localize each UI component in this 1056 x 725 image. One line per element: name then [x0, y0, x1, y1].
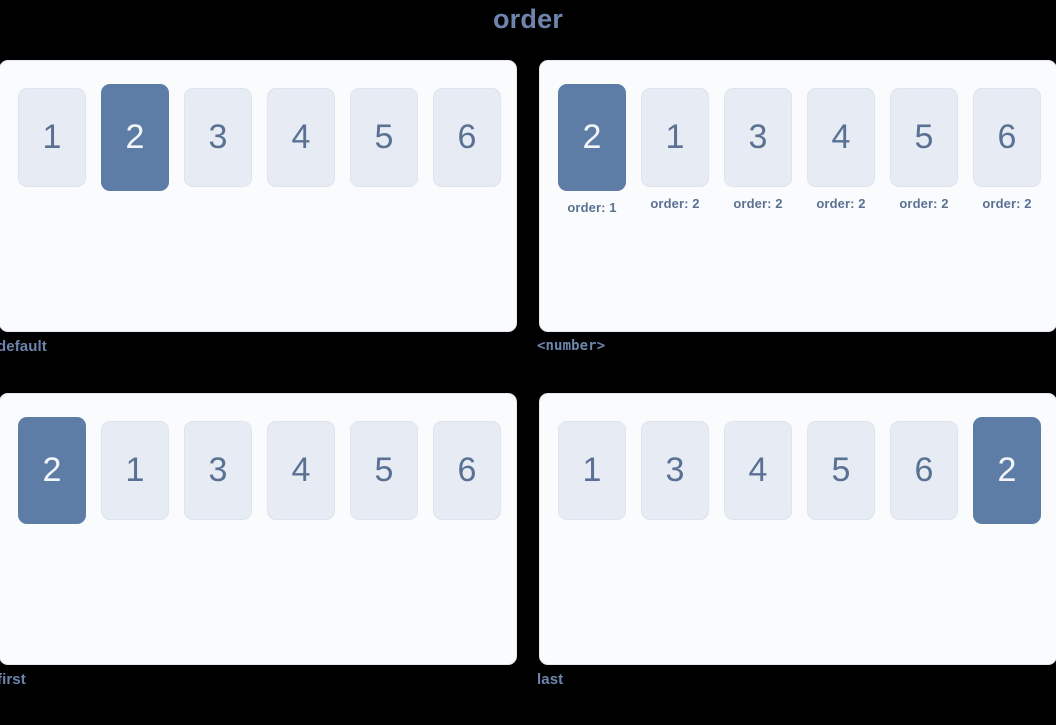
flex-item-wrapper: 5: [807, 421, 875, 520]
page-title: order: [492, 4, 564, 34]
flex-item-wrapper: 5 order: 2: [890, 88, 958, 211]
flex-item-wrapper: 6: [890, 421, 958, 520]
flex-item-wrapper: 4: [267, 88, 335, 187]
panel-cell: 2 order: 1 1 order: 2 3 order: 2 4 order: 2 5 ord…: [537, 60, 1056, 355]
flex-item[interactable]: 1: [101, 421, 169, 520]
flex-item-wrapper: 2: [973, 417, 1041, 524]
order-value-label: order: 2: [650, 196, 700, 211]
flex-item-wrapper: 6: [433, 421, 501, 520]
flex-item-wrapper: 2: [18, 417, 86, 524]
flex-item-wrapper: 2: [101, 84, 169, 191]
flex-item[interactable]: 3: [184, 421, 252, 520]
panel-caption: last: [537, 671, 564, 688]
flex-item-wrapper: 5: [350, 421, 418, 520]
flex-item-highlighted[interactable]: 2: [558, 84, 626, 191]
flex-item[interactable]: 3: [641, 421, 709, 520]
flex-item[interactable]: 3: [184, 88, 252, 187]
flex-item[interactable]: 5: [807, 421, 875, 520]
flex-item-wrapper: 1: [18, 88, 86, 187]
flex-item-wrapper: 6: [433, 88, 501, 187]
flex-item[interactable]: 5: [350, 88, 418, 187]
flex-item[interactable]: 5: [890, 88, 958, 187]
order-value-label: order: 2: [899, 196, 949, 211]
flex-item-wrapper: 3 order: 2: [724, 88, 792, 211]
flex-item-wrapper: 4: [267, 421, 335, 520]
flex-item-wrapper: 1 order: 2: [641, 88, 709, 211]
flex-item[interactable]: 5: [350, 421, 418, 520]
flex-item[interactable]: 6: [890, 421, 958, 520]
flex-item[interactable]: 1: [18, 88, 86, 187]
order-value-label: order: 2: [816, 196, 866, 211]
demo-panel-number: 2 order: 1 1 order: 2 3 order: 2 4 order: 2 5 ord…: [539, 60, 1056, 332]
flex-item[interactable]: 4: [807, 88, 875, 187]
flex-item[interactable]: 1: [558, 421, 626, 520]
flex-item-highlighted[interactable]: 2: [101, 84, 169, 191]
flex-item-list: 2 order: 1 1 order: 2 3 order: 2 4 order: 2 5 ord…: [558, 84, 1056, 215]
flex-item-wrapper: 4 order: 2: [807, 88, 875, 211]
flex-item-wrapper: 1: [558, 421, 626, 520]
flex-item[interactable]: 4: [724, 421, 792, 520]
flex-item[interactable]: 6: [433, 421, 501, 520]
flex-item-wrapper: 2 order: 1: [558, 84, 626, 215]
flex-item[interactable]: 1: [641, 88, 709, 187]
order-value-label: order: 2: [733, 196, 783, 211]
flex-item-wrapper: 3: [184, 88, 252, 187]
order-value-label: order: 1: [567, 200, 617, 215]
order-value-label: order: 2: [982, 196, 1032, 211]
flex-item-highlighted[interactable]: 2: [18, 417, 86, 524]
flex-item-wrapper: 1: [101, 421, 169, 520]
flex-item-wrapper: 5: [350, 88, 418, 187]
flex-item-highlighted[interactable]: 2: [973, 417, 1041, 524]
flex-item-wrapper: 3: [641, 421, 709, 520]
flex-item[interactable]: 6: [973, 88, 1041, 187]
panel-caption: <number>: [537, 338, 606, 354]
flex-item[interactable]: 6: [433, 88, 501, 187]
panel-caption: first: [0, 671, 26, 688]
flex-item-wrapper: 3: [184, 421, 252, 520]
flex-item[interactable]: 3: [724, 88, 792, 187]
panel-caption: default: [0, 338, 47, 355]
flex-item-wrapper: 4: [724, 421, 792, 520]
flex-item[interactable]: 4: [267, 88, 335, 187]
flex-item-wrapper: 6 order: 2: [973, 88, 1041, 211]
flex-item[interactable]: 4: [267, 421, 335, 520]
